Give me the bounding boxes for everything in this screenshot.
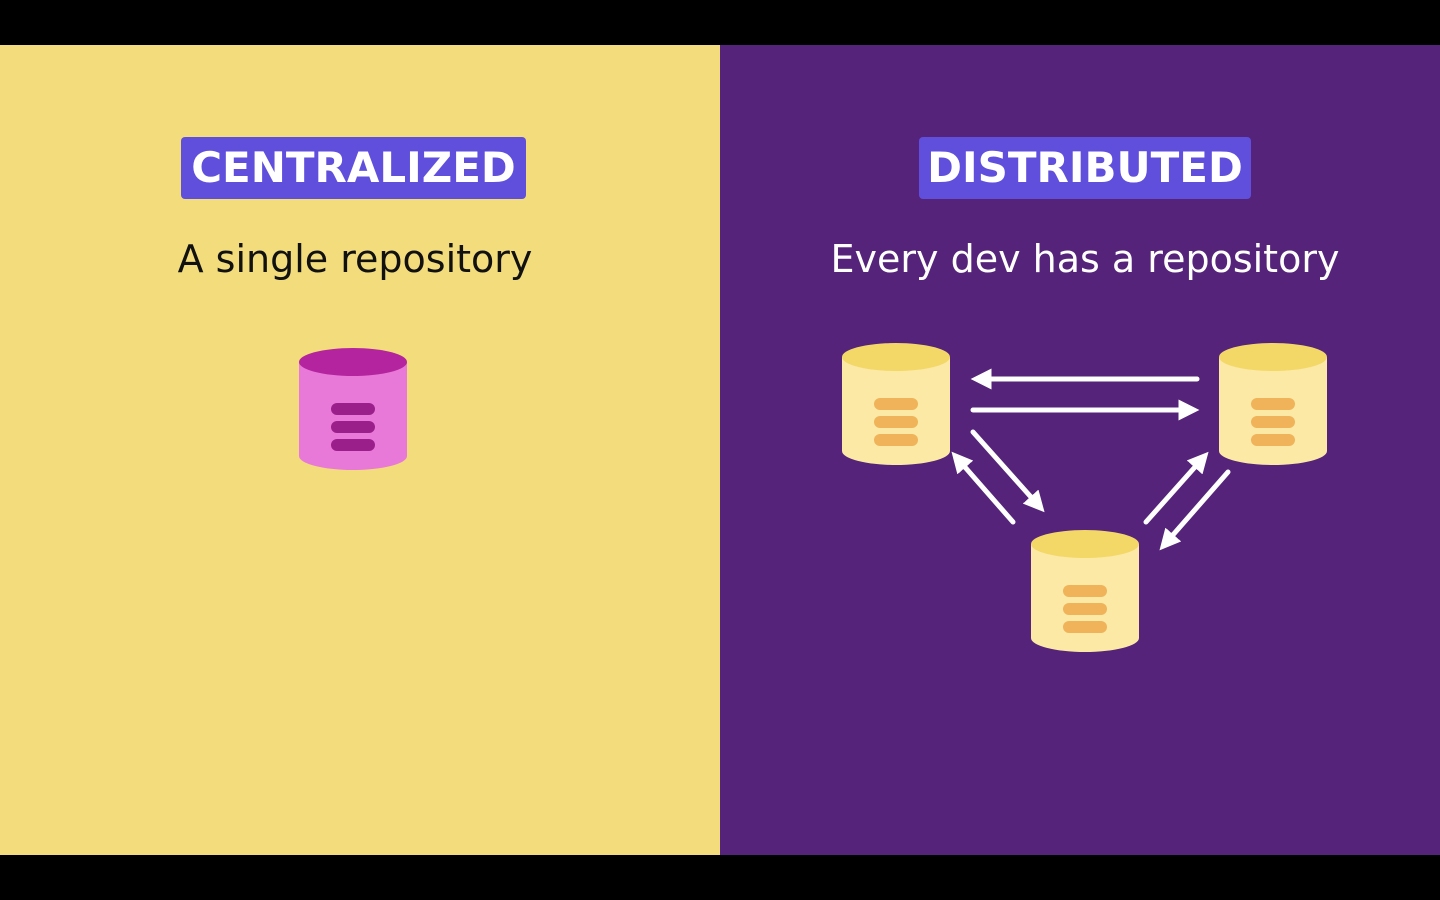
dev-db-line — [874, 434, 918, 446]
dev-db-line — [1251, 398, 1295, 410]
distributed-panel: DISTRIBUTED Every dev has a repository — [720, 45, 1440, 855]
dev-db-top — [1219, 343, 1327, 371]
centralized-title-badge: CENTRALIZED — [181, 137, 526, 199]
dev-repository-database-icon — [1219, 343, 1327, 465]
dev-repository-database-icon — [1031, 530, 1139, 652]
dev-db-top — [1031, 530, 1139, 558]
distributed-subtitle: Every dev has a repository — [830, 237, 1340, 281]
arrow-down-right-icon — [970, 429, 1045, 513]
central-db-line — [331, 439, 375, 451]
dev-db-line — [874, 398, 918, 410]
dev-db-line — [1063, 585, 1107, 597]
dev-db-top — [842, 343, 950, 371]
distributed-diagram — [842, 343, 1327, 652]
arrow-up-left-icon — [951, 451, 1016, 525]
arrow-up-right-icon — [1143, 451, 1209, 525]
dev-db-line — [1063, 603, 1107, 615]
dev-db-line — [1063, 621, 1107, 633]
dev-repository-database-icon — [842, 343, 950, 465]
central-db-top — [299, 348, 407, 376]
centralized-diagram — [299, 348, 407, 470]
letterbox-bottom — [0, 855, 1440, 900]
dev-db-body — [1219, 357, 1327, 465]
dev-db-line — [1251, 416, 1295, 428]
central-db-line — [331, 421, 375, 433]
dev-db-line — [1251, 434, 1295, 446]
central-db-line — [331, 403, 375, 415]
centralized-panel: CENTRALIZED A single repository — [0, 45, 720, 855]
dev-db-body — [842, 357, 950, 465]
dev-db-line — [874, 416, 918, 428]
central-db-body — [299, 362, 407, 470]
distributed-title-badge: DISTRIBUTED — [919, 137, 1251, 199]
centralized-subtitle: A single repository — [177, 237, 533, 281]
letterbox-top — [0, 0, 1440, 45]
dev-db-body — [1031, 544, 1139, 652]
arrow-down-left-icon — [1159, 469, 1231, 551]
central-repository-database-icon — [299, 348, 407, 470]
